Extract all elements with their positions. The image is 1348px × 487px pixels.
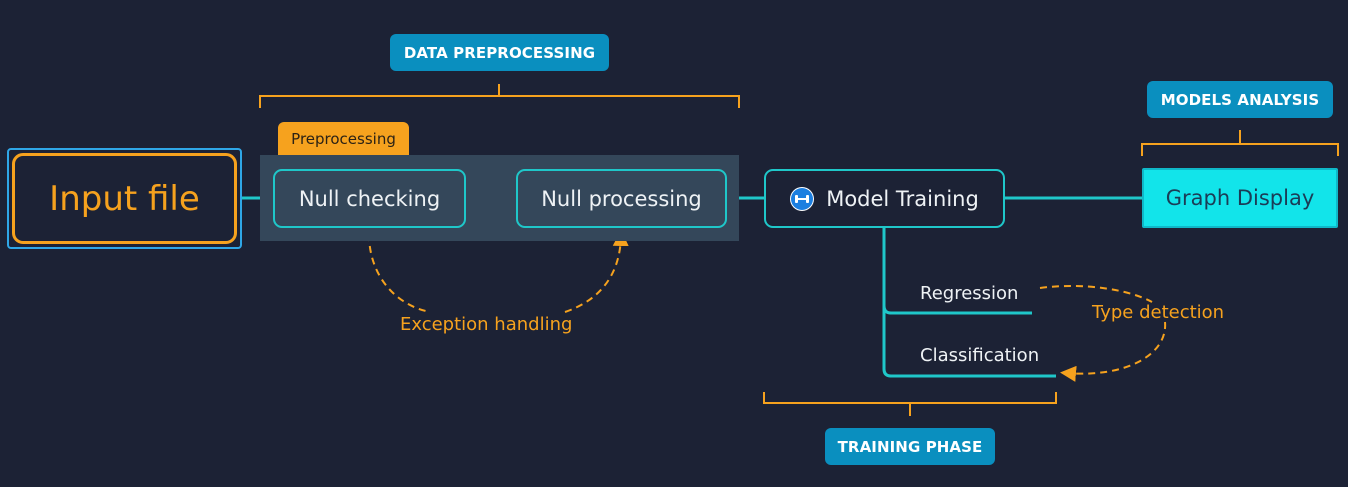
graph-display-node[interactable]: Graph Display [1142,168,1338,228]
classification-label[interactable]: Classification [920,345,1040,366]
model-training-icon [790,186,815,211]
model-training-label: Model Training [826,186,979,211]
null-checking-node[interactable]: Null checking [273,169,466,228]
phase-badge-preprocessing: DATA PREPROCESSING [390,34,609,71]
type-detection-label: Type detection [1092,302,1225,323]
preprocessing-tag: Preprocessing [278,122,409,155]
bracket-models [1141,130,1339,156]
regression-label[interactable]: Regression [920,283,1019,304]
type-detection-arc-top [1039,285,1153,303]
bracket-preprocessing [259,84,740,108]
phase-badge-models-analysis: MODELS ANALYSIS [1147,81,1333,118]
null-processing-node[interactable]: Null processing [516,169,727,228]
input-selection-frame [7,148,242,249]
model-training-node[interactable]: Model Training [764,169,1005,228]
exception-handling-label: Exception handling [400,314,573,335]
dumbbell-icon [791,187,814,210]
phase-badge-training: TRAINING PHASE [825,428,995,465]
input-file-node[interactable]: Input file [12,153,237,244]
branch-classification-line [882,306,1056,378]
type-detection-arc-bottom [1060,321,1167,382]
exception-arc [368,233,431,313]
exception-arc-arrow [564,230,629,313]
bracket-training [763,392,1057,416]
